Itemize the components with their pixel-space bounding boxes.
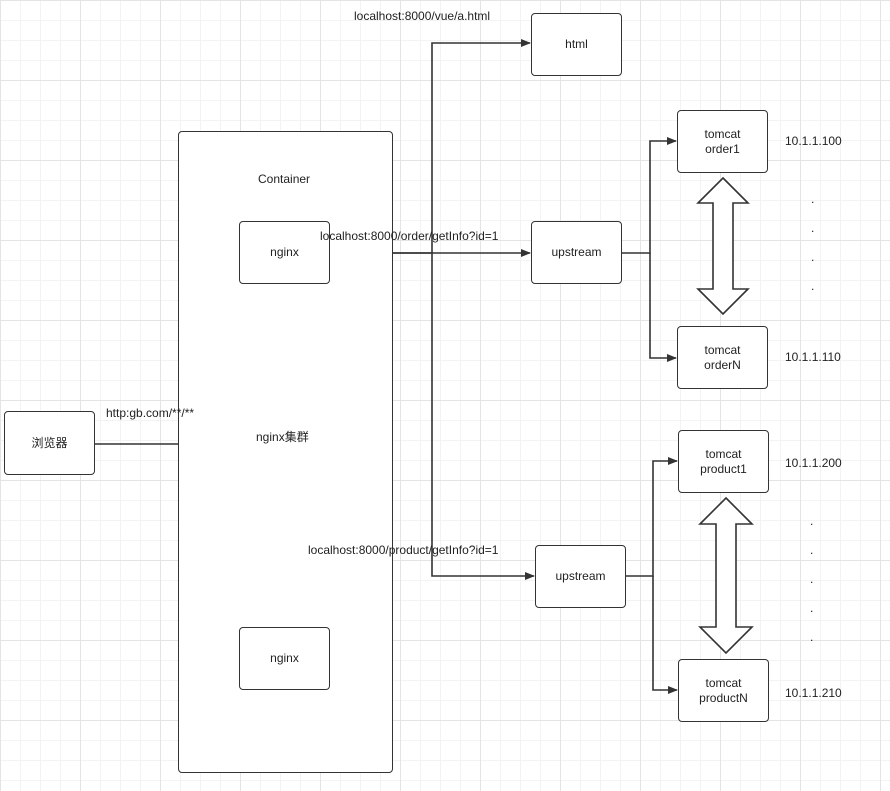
tomcat-orderN-node: tomcat orderN bbox=[677, 326, 768, 389]
upstream-order-node: upstream bbox=[531, 221, 622, 284]
nginx-node-bottom: nginx bbox=[239, 627, 330, 690]
edge-upstream-orderN bbox=[649, 253, 677, 362]
tomcat-order1-node: tomcat order1 bbox=[677, 110, 768, 173]
double-arrow-order bbox=[696, 176, 750, 316]
ellipsis-product: . . . . . bbox=[810, 514, 814, 644]
ip-order1: 10.1.1.100 bbox=[785, 134, 842, 148]
double-arrow-product bbox=[698, 496, 754, 655]
ip-product1: 10.1.1.200 bbox=[785, 456, 842, 470]
edge-nginx-upstream-product bbox=[431, 253, 535, 580]
browser-node: 浏览器 bbox=[4, 411, 95, 475]
nginx-cluster-label: nginx集群 bbox=[256, 430, 309, 444]
edge-upstream-product1 bbox=[626, 457, 678, 577]
html-node: html bbox=[531, 13, 622, 76]
tomcat-product1-node: tomcat product1 bbox=[678, 430, 769, 493]
ip-orderN: 10.1.1.110 bbox=[785, 350, 841, 364]
edge-label-html: localhost:8000/vue/a.html bbox=[354, 9, 491, 23]
edge-label-browser: http:gb.com/**/** bbox=[106, 406, 195, 420]
edge-label-order: localhost:8000/order/getInfo?id=1 bbox=[320, 229, 499, 243]
ip-productN: 10.1.1.210 bbox=[785, 686, 842, 700]
edge-label-product: localhost:8000/product/getInfo?id=1 bbox=[308, 543, 499, 557]
upstream-product-node: upstream bbox=[535, 545, 626, 608]
container-title: Container bbox=[258, 172, 311, 186]
edge-upstream-order1 bbox=[622, 137, 677, 254]
nginx-node-top: nginx bbox=[239, 221, 330, 284]
edge-upstream-productN bbox=[652, 576, 678, 694]
ellipsis-order: . . . . bbox=[811, 192, 815, 293]
tomcat-productN-node: tomcat productN bbox=[678, 659, 769, 722]
